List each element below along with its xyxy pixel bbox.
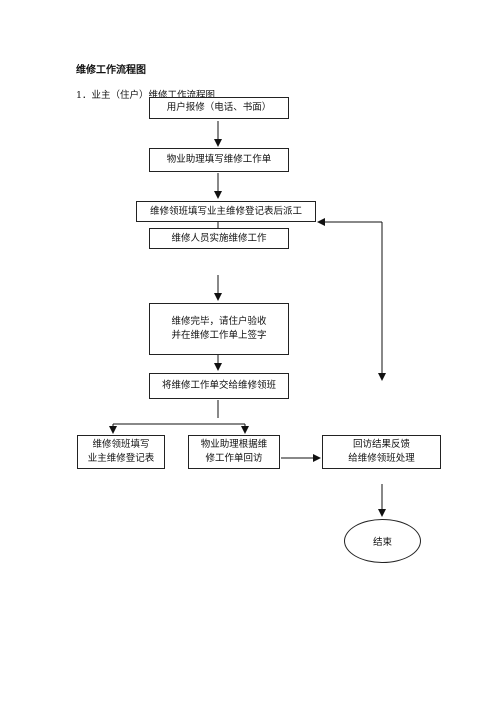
step-assistant-fill-order: 物业助理填写维修工作单	[149, 148, 289, 172]
branch-foreman-register: 维修领班填写 业主维修登记表	[77, 435, 165, 469]
step-resident-acceptance: 维修完毕，请住户验收 并在维修工作单上签字	[149, 303, 289, 355]
step-foreman-dispatch: 维修领班填写业主维修登记表后派工	[136, 201, 316, 222]
step-staff-repair: 维修人员实施维修工作	[149, 228, 289, 249]
section-subtitle: 1．业主（住户）维修工作流程图	[76, 90, 216, 101]
end-node: 结束	[344, 519, 421, 563]
step-handover-to-foreman: 将维修工作单交给维修领班	[149, 373, 289, 399]
step-user-report: 用户报修（电话、书面）	[149, 97, 289, 119]
page-title: 维修工作流程图	[76, 65, 146, 76]
branch-feedback-handling: 回访结果反馈 给维修领班处理	[322, 435, 441, 469]
branch-assistant-callback: 物业助理根据维 修工作单回访	[188, 435, 280, 469]
